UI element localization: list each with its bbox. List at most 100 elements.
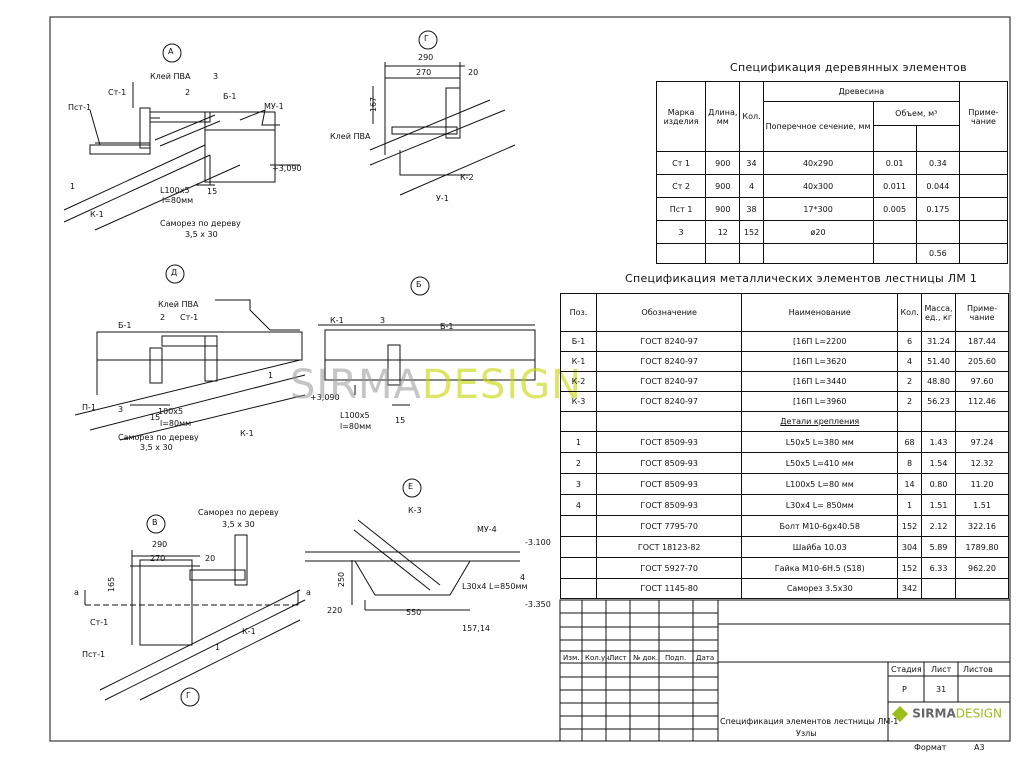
view-b-drawing — [318, 324, 536, 406]
d-n2-label: 2 — [160, 313, 166, 322]
tb-sheet-value: 31 — [936, 685, 947, 694]
g-d290-label: 290 — [418, 53, 434, 62]
v-ct1-label: Ст-1 — [90, 618, 109, 627]
metal-spec-table: Поз. Обозначение Наименование Кол. Масса… — [560, 293, 1009, 599]
view-b-label: Б — [416, 280, 422, 289]
g-k2-label: К-2 — [460, 173, 474, 182]
tb-col-izm: Изм. — [563, 654, 580, 662]
a-n1-label: 1 — [70, 182, 76, 191]
e-lvl2-label: -3.350 — [525, 600, 551, 609]
wood-qty-header: Кол. — [739, 81, 764, 152]
d-n3-label: 3 — [118, 405, 124, 414]
wood-spec-table: Марка изделия Длина, мм Кол. Древесина П… — [655, 81, 1009, 264]
d-n1-label: 1 — [268, 371, 274, 380]
a-level-label: +3,090 — [272, 164, 302, 173]
b-b1-label: Б-1 — [440, 322, 454, 331]
view-d-drawing — [74, 299, 306, 441]
tb-col-doc: № док. — [633, 654, 659, 662]
sheet-frame — [49, 16, 1011, 742]
d-ct1-label: Ст-1 — [180, 313, 199, 322]
view-g-top-label: Г — [424, 34, 429, 43]
view-e-label: Е — [408, 482, 414, 491]
tb-stage-label: Стадия — [891, 665, 922, 674]
sirma-design-logo: SIRMADESIGN — [892, 706, 1002, 722]
d-angle-label: 100х5 — [158, 407, 184, 416]
b-n3-label: 3 — [380, 316, 386, 325]
v-screw-size-label: 3,5 х 30 — [222, 520, 255, 529]
a-screw-label: Саморез по дереву — [160, 219, 241, 228]
tb-format-value: А3 — [974, 743, 985, 752]
view-a-label: А — [168, 47, 174, 56]
tb-col-data: Дата — [696, 654, 715, 662]
v-n1-label: 1 — [215, 643, 221, 652]
sirma-logo-icon — [892, 706, 908, 722]
view-v-bubble — [146, 514, 166, 534]
e-lvl1-label: -3.100 — [525, 538, 551, 547]
e-d157-label: 157,14 — [462, 624, 490, 633]
e-mu4-label: МУ-4 — [477, 525, 497, 534]
b-angle-label: L100х5 — [340, 411, 370, 420]
b-n15-label: 15 — [395, 416, 406, 425]
b-k1-label: К-1 — [330, 316, 344, 325]
tb-col-podp: Подп. — [665, 654, 687, 662]
metal-designation-header: Обозначение — [595, 293, 743, 332]
tb-col-kolych: Кол.уч. — [585, 654, 612, 662]
view-b-bubble — [410, 276, 430, 296]
wood-volume-header: Объем, м³ — [872, 101, 960, 126]
a-n15-label: 15 — [207, 187, 218, 196]
metal-spec-title: Спецификация металлических элементов лес… — [625, 272, 978, 285]
a-screw-size-label: 3,5 х 30 — [185, 230, 218, 239]
view-d-label: Д — [171, 268, 178, 277]
a-glue-label: Клей ПВА — [150, 72, 191, 81]
b-level-label: +3,090 — [310, 393, 340, 402]
a-pst1-label: Пст-1 — [68, 103, 92, 112]
e-d220-label: 220 — [327, 606, 343, 615]
v-pst1-label: Пст-1 — [82, 650, 106, 659]
a-n2-label: 2 — [185, 88, 191, 97]
view-d-bubble — [165, 264, 185, 284]
a-angle-label: L100x5 — [160, 186, 190, 195]
g-d20-label: 20 — [468, 68, 479, 77]
tb-stage-value: Р — [902, 685, 907, 694]
b-len-label: l=80мм — [340, 422, 372, 431]
e-angle-label: L30х4 L=850мм — [462, 582, 528, 591]
d-k1-label: К-1 — [240, 429, 254, 438]
tb-sheet-label: Лист — [931, 665, 952, 674]
table-row: 0.56 — [655, 243, 1009, 264]
a-k1-label: К-1 — [90, 210, 104, 219]
view-g-top-drawing — [369, 62, 516, 196]
d-n15-label: 15 — [150, 413, 161, 422]
view-v-drawing — [84, 534, 306, 701]
d-p1-label: П-1 — [82, 403, 96, 412]
tb-sheets-label: Листов — [963, 665, 993, 674]
view-a-bubble — [162, 43, 182, 63]
view-a-drawing — [63, 82, 300, 231]
d-screw-size-label: 3,5 х 30 — [140, 443, 173, 452]
wood-spec-title: Спецификация деревянных элементов — [730, 61, 967, 74]
view-g-bottom-label: Г — [186, 691, 191, 700]
a-mu1-label: МУ-1 — [264, 102, 284, 111]
e-d550-label: 550 — [406, 608, 422, 617]
d-screw-label: Саморез по дереву — [118, 433, 199, 442]
table-row: Детали крепления — [560, 411, 1009, 432]
v-k1-label: К-1 — [242, 627, 256, 636]
d-b1-label: Б-1 — [118, 321, 132, 330]
v-screw-label: Саморез по дереву — [198, 508, 279, 517]
a-ct1-label: Ст-1 — [108, 88, 127, 97]
view-g-top-bubble — [418, 30, 438, 50]
v-a2-label: а — [306, 588, 311, 597]
tb-format-label: Формат — [914, 743, 947, 752]
view-g-bottom-bubble — [180, 687, 200, 707]
metal-pos-header: Поз. — [560, 293, 597, 332]
v-a-label: а — [74, 588, 79, 597]
